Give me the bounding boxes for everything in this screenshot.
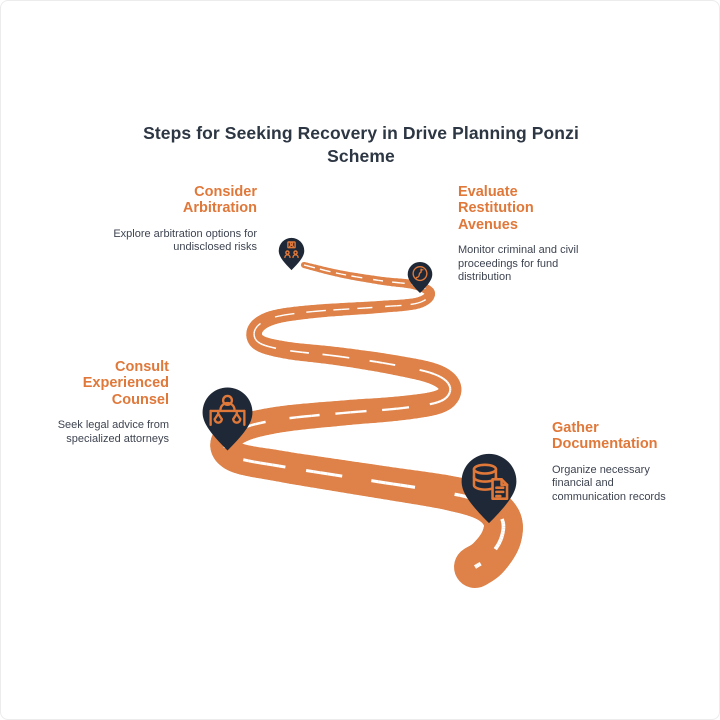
step-description: Monitor criminal and civil proceedings f…	[458, 244, 579, 283]
milestone-pin-consult-counsel	[202, 387, 253, 451]
step-gather-documentation: Gather Documentation Organize necessary …	[552, 420, 677, 504]
step-description: Seek legal advice from specialized attor…	[57, 419, 169, 445]
restitution-route-icon	[412, 265, 428, 282]
arbitration-meeting-icon	[284, 241, 299, 259]
milestone-pin-consider-arbitration	[278, 237, 305, 271]
step-description: Organize necessary financial and communi…	[552, 463, 666, 503]
step-consult-counsel: Consult Experienced Counsel Seek legal a…	[4, 359, 169, 446]
step-heading: Gather Documentation	[552, 420, 658, 453]
step-consider-arbitration: Consider Arbitration Explore arbitration…	[105, 184, 257, 255]
documents-database-icon	[472, 463, 509, 500]
step-heading: Evaluate Restitution Avenues	[458, 184, 534, 233]
milestone-pin-evaluate-restitution	[407, 261, 433, 294]
page-title: Steps for Seeking Recovery in Drive Plan…	[143, 123, 579, 167]
milestone-pin-gather-documentation	[461, 453, 517, 524]
legal-counsel-icon	[209, 394, 246, 427]
step-evaluate-restitution: Evaluate Restitution Avenues Monitor cri…	[458, 184, 598, 284]
step-heading: Consider Arbitration	[182, 184, 257, 217]
step-heading: Consult Experienced Counsel	[82, 359, 169, 408]
step-description: Explore arbitration options for undisclo…	[113, 227, 257, 254]
